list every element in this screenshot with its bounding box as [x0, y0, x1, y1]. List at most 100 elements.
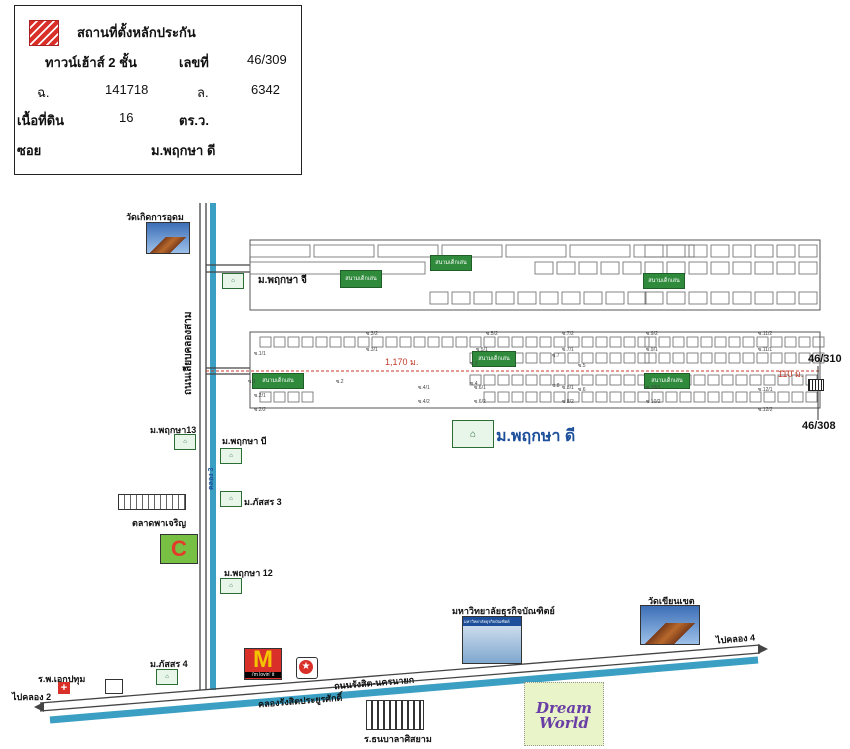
house-block — [301, 391, 314, 403]
house-block — [728, 352, 741, 364]
house-block — [770, 336, 783, 348]
lane-label: ซ.5/2 — [486, 331, 498, 337]
house-no-label: เลขที่ — [179, 55, 209, 70]
hospital-label: ร.พ.เอกปทุม — [38, 674, 86, 684]
big-c-logo-icon: C — [160, 534, 198, 564]
arrow-right-icon — [758, 644, 768, 654]
house-block — [710, 261, 730, 275]
house-block — [623, 391, 636, 403]
lane-label: ซ.6/1 — [474, 385, 486, 391]
house-block — [539, 374, 552, 386]
house-block — [735, 391, 748, 403]
house-block — [567, 352, 580, 364]
house-block — [583, 291, 603, 305]
house-block — [672, 352, 685, 364]
house-block — [700, 336, 713, 348]
market-label: ตลาดพาเจริญ — [132, 518, 187, 528]
village-g-label: ม.พฤกษา จี — [258, 275, 307, 286]
lane-label: ซ.8 — [552, 383, 560, 389]
area-value: 16 — [119, 110, 134, 125]
house-block — [791, 374, 804, 386]
house-block — [495, 291, 515, 305]
main-road-bottom-edge — [39, 652, 761, 712]
house-block — [329, 336, 342, 348]
house-block — [688, 291, 708, 305]
village-b-icon: ⌂ — [220, 448, 242, 464]
house-block — [707, 374, 720, 386]
house-block — [455, 336, 468, 348]
house-block — [609, 374, 622, 386]
house-block — [798, 336, 811, 348]
house-block — [644, 291, 664, 305]
house-block — [754, 261, 774, 275]
temple-top-label: วัดเกิดการอุดม — [126, 212, 184, 222]
house-block — [539, 352, 552, 364]
house-block — [427, 336, 440, 348]
playground-3: สนามเด็กเล่น — [643, 273, 685, 289]
pointer-lines — [817, 366, 819, 420]
house-block — [776, 261, 796, 275]
house-block — [721, 391, 734, 403]
house-block — [749, 374, 762, 386]
village-g-sign-icon: ⌂ — [222, 273, 244, 289]
house-block — [451, 291, 471, 305]
house-block — [600, 261, 620, 275]
house-block — [609, 336, 622, 348]
house-block — [315, 336, 328, 348]
house-block — [721, 374, 734, 386]
lane-label: ซ.9/1 — [646, 347, 658, 353]
house-block — [637, 352, 650, 364]
playground-1: สนามเด็กเล่น — [340, 270, 382, 288]
soi-label: ซอย — [17, 143, 42, 158]
house-block — [666, 244, 686, 258]
lane-label: ซ.7 — [552, 353, 560, 359]
village-13-label: ม.พฤกษา13 — [150, 425, 197, 435]
dreamworld-logo-icon: Dream World — [524, 682, 604, 746]
house-block — [483, 391, 496, 403]
house-block — [798, 352, 811, 364]
village-b-label: ม.พฤกษา บี — [222, 436, 267, 446]
house-block — [497, 391, 510, 403]
lane-label: ซ.4 — [470, 381, 478, 387]
house-block — [686, 336, 699, 348]
house-block — [679, 391, 692, 403]
lane-label: ซ.10/1 — [646, 385, 661, 391]
house-block — [798, 291, 818, 305]
lane-label: ซ.5/1 — [476, 347, 488, 353]
house-block — [742, 352, 755, 364]
house-block — [595, 391, 608, 403]
house-block — [273, 391, 286, 403]
village-pas4-icon: ⌂ — [156, 669, 178, 685]
school-label: ร.ธนบาลาศิสยาม — [364, 734, 432, 744]
house-block — [377, 244, 439, 258]
temple-right-label: วัดเขียนเขต — [648, 596, 695, 606]
lane-label: ซ.4/1 — [418, 385, 430, 391]
village-12-label: ม.พฤกษา 12 — [224, 568, 273, 578]
lane-label: ซ.8/2 — [562, 399, 574, 405]
house-block — [784, 336, 797, 348]
house-block — [556, 261, 576, 275]
house-block — [688, 244, 708, 258]
distance-110: 110 ม. — [778, 369, 804, 379]
house-block — [259, 336, 272, 348]
house-block — [505, 244, 567, 258]
house-block — [609, 391, 622, 403]
house-block — [605, 291, 625, 305]
house-block — [623, 374, 636, 386]
house-block — [693, 374, 706, 386]
house-block — [763, 391, 776, 403]
lane-label: ซ.11/2 — [758, 331, 773, 337]
collateral-hatch-legend-icon — [29, 20, 59, 46]
house-block — [812, 352, 825, 364]
house-block — [581, 336, 594, 348]
playground-6: สนามเด็กเล่น — [644, 373, 690, 389]
house-block — [672, 336, 685, 348]
house-block — [249, 244, 311, 258]
area-unit: ตร.ว. — [179, 113, 209, 128]
house-block — [553, 374, 566, 386]
house-block — [644, 336, 657, 348]
house-block — [754, 291, 774, 305]
house-block — [567, 336, 580, 348]
house-block — [756, 352, 769, 364]
house-46-308: 46/308 — [802, 420, 836, 432]
